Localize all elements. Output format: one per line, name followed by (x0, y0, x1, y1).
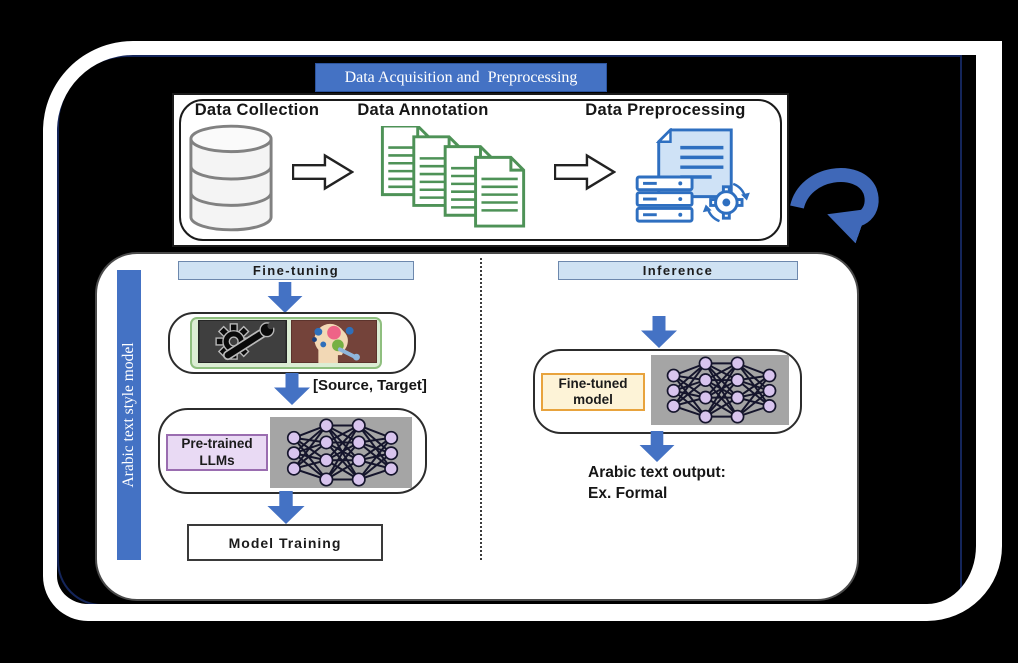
pretrained-llms-chip: Pre-trained LLMs (166, 434, 268, 471)
database-icon (189, 124, 273, 232)
finetuned-model-chip: Fine-tuned model (541, 373, 645, 411)
outer-white-frame (43, 41, 1002, 621)
finetuned-line1: Fine-tuned (558, 375, 628, 391)
pretrained-line2: LLMs (199, 452, 235, 468)
neural-network-icon (270, 417, 412, 488)
head-gears-icon (291, 320, 377, 363)
side-label: Arabic text style model (120, 342, 137, 488)
finetuning-header: Fine-tuning (178, 261, 414, 280)
right-arrow-icon (292, 153, 354, 191)
source-target-label: [Source, Target] (313, 377, 427, 394)
down-arrow-icon (641, 316, 677, 348)
neural-network-icon (651, 355, 789, 425)
step-label-data-collection: Data Collection (194, 101, 320, 119)
down-arrow-icon (274, 373, 310, 405)
server-gear-icon (635, 128, 750, 223)
pipeline-header-label: Data Acquisition and Preprocessing (344, 68, 578, 86)
pretrained-line1: Pre-trained (181, 436, 253, 452)
down-arrow-icon (267, 491, 305, 524)
finetuned-line2: model (573, 392, 613, 407)
down-arrow-icon (639, 431, 675, 462)
curved-arrow-icon (790, 168, 879, 244)
right-arrow-icon (554, 153, 616, 191)
output-line2: Ex. Formal (588, 484, 668, 502)
inference-header: Inference (558, 261, 798, 280)
side-label-bar: Arabic text style model (117, 270, 141, 560)
step-label-data-annotation: Data Annotation (357, 101, 489, 119)
output-line1: Arabic text output: (588, 464, 726, 481)
pipeline-header: Data Acquisition and Preprocessing (315, 63, 607, 92)
model-training-box: Model Training (187, 524, 383, 561)
gear-wrench-icon (198, 320, 287, 363)
column-divider (480, 258, 482, 560)
output-text: Arabic text output: Ex. Formal (588, 463, 726, 505)
down-arrow-icon (267, 282, 303, 313)
step-label-data-preprocessing: Data Preprocessing (585, 101, 746, 119)
documents-icon (380, 126, 526, 228)
